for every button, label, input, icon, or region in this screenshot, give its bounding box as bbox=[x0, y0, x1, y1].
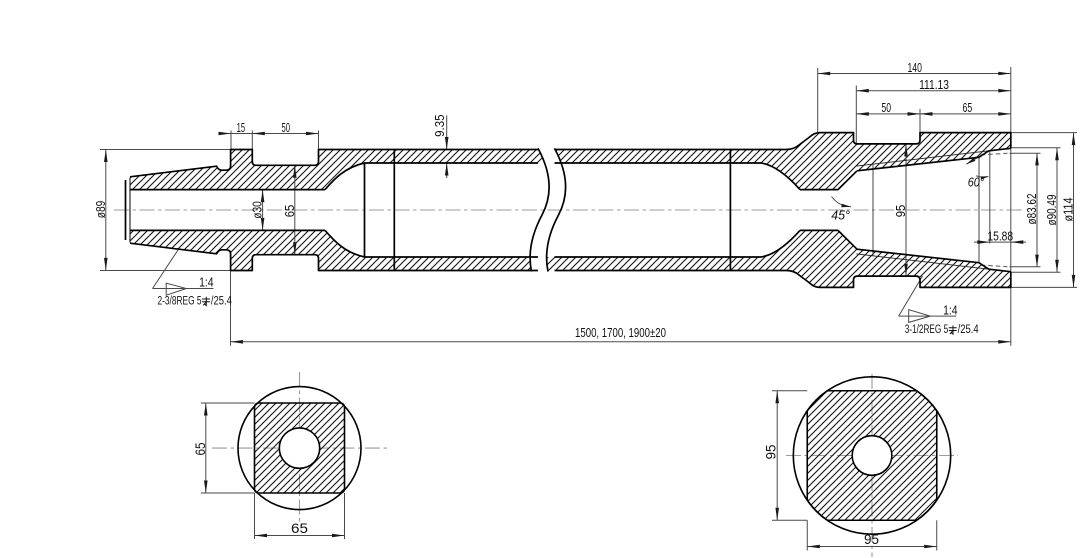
svg-text:1:4: 1:4 bbox=[943, 304, 958, 318]
svg-text:95: 95 bbox=[764, 445, 779, 460]
svg-text:50: 50 bbox=[282, 121, 291, 135]
svg-text:50: 50 bbox=[881, 101, 891, 115]
svg-text:1500, 1700, 1900±20: 1500, 1700, 1900±20 bbox=[575, 326, 666, 340]
svg-text:ø89: ø89 bbox=[93, 201, 108, 219]
svg-text:95: 95 bbox=[893, 205, 908, 218]
svg-text:65: 65 bbox=[963, 101, 973, 115]
svg-text:ø114: ø114 bbox=[1061, 198, 1076, 222]
svg-text:65: 65 bbox=[291, 521, 308, 536]
svg-text:60°: 60° bbox=[968, 176, 984, 190]
svg-text:/25.4: /25.4 bbox=[958, 324, 979, 336]
svg-text:/25.4: /25.4 bbox=[211, 296, 232, 308]
svg-text:65: 65 bbox=[282, 205, 297, 218]
svg-text:65: 65 bbox=[193, 443, 208, 456]
svg-text:45°: 45° bbox=[831, 209, 850, 223]
svg-text:ø83.62: ø83.62 bbox=[1024, 194, 1039, 225]
svg-text:1:4: 1:4 bbox=[199, 276, 214, 290]
svg-text:15.88: 15.88 bbox=[987, 229, 1013, 243]
svg-text:9.35: 9.35 bbox=[433, 114, 447, 136]
svg-text:111.13: 111.13 bbox=[919, 78, 949, 92]
svg-text:2-3/8REG 5: 2-3/8REG 5 bbox=[158, 296, 202, 308]
svg-text:140: 140 bbox=[908, 61, 922, 75]
svg-text:3-1/2REG 5: 3-1/2REG 5 bbox=[905, 324, 949, 336]
svg-text:15: 15 bbox=[237, 121, 246, 135]
svg-text:ø30: ø30 bbox=[250, 201, 265, 219]
svg-text:95: 95 bbox=[864, 532, 879, 547]
svg-text:ø90.49: ø90.49 bbox=[1044, 195, 1059, 226]
